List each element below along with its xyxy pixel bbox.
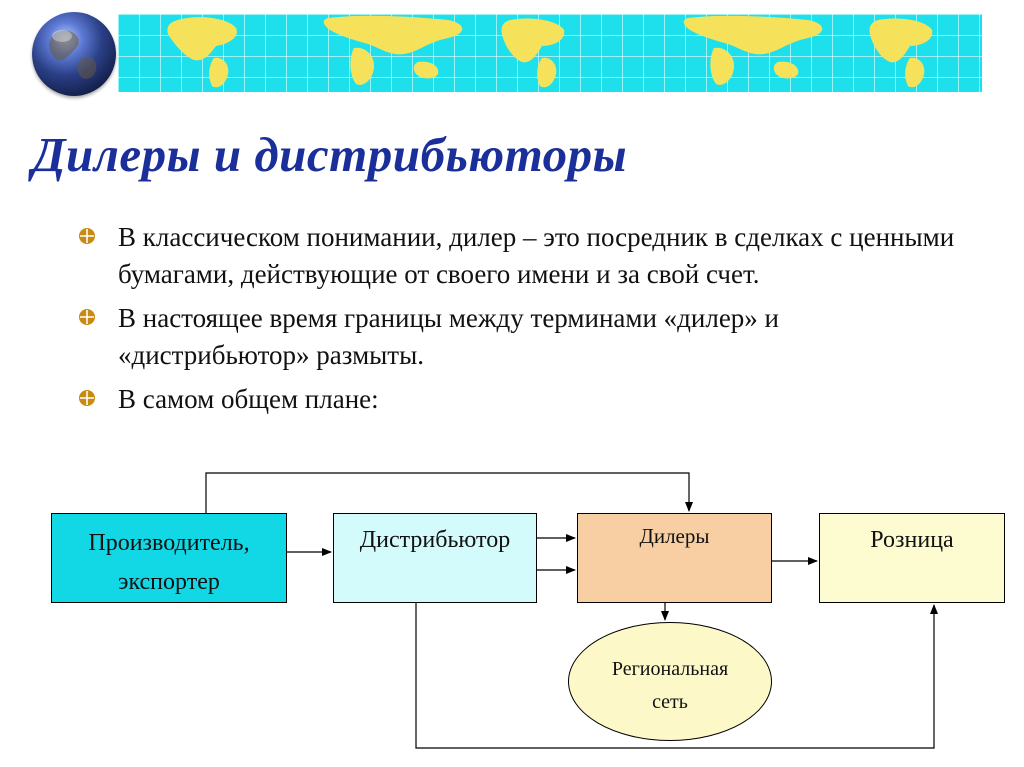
slide-title: Дилеры и дистрибьюторы (32, 127, 628, 182)
bullet-text: В самом общем плане: (118, 384, 379, 414)
node-regional-network: Региональная сеть (568, 622, 772, 741)
node-dealers: Дилеры (577, 513, 772, 603)
bullet-icon (79, 309, 95, 325)
bullet-item: В классическом понимании, дилер – это по… (78, 219, 958, 293)
bullet-list: В классическом понимании, дилер – это по… (78, 219, 958, 425)
node-regional-line2: сеть (652, 691, 688, 713)
node-regional-line1: Региональная (611, 658, 729, 680)
node-producer: Производитель, экспортер (51, 513, 287, 603)
node-retail-label: Розница (870, 527, 954, 553)
bullet-item: В самом общем плане: (78, 381, 958, 418)
bullet-icon (79, 228, 95, 244)
bullet-item: В настоящее время границы между терминам… (78, 300, 958, 374)
node-producer-line2: экспортер (118, 569, 220, 595)
node-dealers-label: Дилеры (639, 524, 710, 548)
bullet-text: В настоящее время границы между терминам… (118, 303, 779, 370)
arrow-distributor-to-retail (415, 603, 938, 749)
arrow-producer-to-dealers (205, 472, 693, 513)
globe-logo (32, 12, 116, 96)
node-producer-line1: Производитель, (88, 530, 250, 556)
bullet-text: В классическом понимании, дилер – это по… (118, 222, 955, 289)
node-distributor: Дистрибьютор (333, 513, 537, 603)
node-retail: Розница (819, 513, 1005, 603)
bullet-icon (79, 390, 95, 406)
node-distributor-label: Дистрибьютор (359, 527, 511, 553)
world-map-banner (118, 14, 982, 92)
